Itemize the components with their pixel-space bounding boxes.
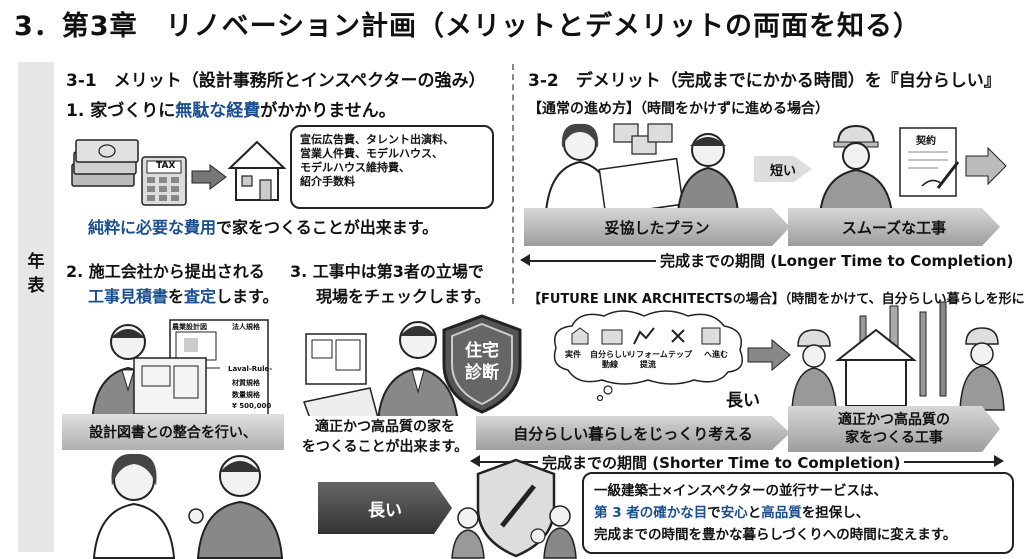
point2-mid: を	[168, 287, 185, 306]
quality-construction-label-2: 家をつくる工事	[845, 430, 943, 446]
point1b-emphasis: 純粋に必要な費用	[88, 218, 217, 237]
caption-2-line1: 適正かつ高品質の家を	[315, 419, 455, 435]
summary-mid1: で	[707, 505, 721, 521]
quality-construction-bar: 適正かつ高品質の 家をつくる工事	[788, 406, 1000, 452]
summary-mid2: と	[747, 505, 762, 521]
normal-title: 【通常の進め方】（時間をかけずに進める場合）	[528, 101, 829, 117]
period-label-1: 完成までの期間 (Longer Time to Completion)	[656, 250, 1018, 271]
point2-emphasis1: 工事見積書	[88, 287, 169, 306]
caption-2-line2: をつくることが出来ます。	[301, 439, 469, 455]
construction-worker-icon	[818, 124, 894, 215]
contract-icon	[899, 127, 960, 197]
compromised-plan-bar: 妥協したプラン	[524, 208, 790, 246]
point1-emphasis: 無駄な経費	[175, 101, 261, 121]
design-document-icon	[133, 319, 269, 417]
cloud-item: 実件	[565, 350, 581, 359]
long-label: 長い	[726, 391, 760, 411]
bubble-line: モデルハウス維持費、	[300, 161, 410, 174]
point1b-text: 純粋に必要な費用で家をつくることが出来ます。	[88, 214, 438, 238]
point2-line1: 2. 施工会社から提出される	[66, 262, 265, 281]
doc-label: 農業設計図	[172, 323, 207, 331]
point1-prefix: 1. 家づくりに	[66, 101, 176, 121]
doc-label: 法人規格	[232, 323, 260, 331]
summary-emphasis2: 安心	[720, 505, 748, 521]
summary-emphasis1: 第 3 者の確かな目	[594, 505, 708, 521]
side-label: 年表	[27, 252, 45, 296]
shield-icon	[442, 314, 522, 414]
demerit-heading: 3-2 デメリット（完成までにかかる時間）を『自分らしい』	[528, 71, 1001, 91]
point3-line1: 3. 工事中は第3者の立場で	[290, 262, 484, 281]
summary-line3: 完成までの時間を豊かな暮らしづくりへの時間に変えます。	[594, 527, 957, 543]
point2-suffix: します。	[216, 287, 279, 306]
right-arrow-icon	[747, 338, 791, 372]
short-arrow: 短い	[754, 156, 812, 182]
think-life-bar: 自分らしい暮らしをじっくり考える	[476, 416, 790, 450]
summary-suffix: を担保し、	[801, 505, 870, 521]
point3-line2: 現場をチェックします。	[316, 287, 491, 306]
think-life-label: 自分らしい暮らしをじっくり考える	[513, 424, 753, 443]
cloud-item: へ進む	[704, 350, 728, 359]
period-label-2: 完成までの期間 (Shorter Time to Completion)	[538, 452, 905, 473]
point1b-suffix: で家をつくることが出来ます。	[216, 218, 439, 237]
cloud-item: 自分らしい 動線	[590, 350, 630, 369]
tax-label: TAX	[156, 161, 176, 171]
compromised-plan-label: 妥協したプラン	[604, 218, 710, 237]
caption-2: 適正かつ高品質の家を をつくることが出来ます。	[290, 416, 480, 456]
summary-line1: 一級建築士×インスペクターの並行サービスは、	[594, 483, 888, 499]
cloud-item: テップ	[668, 350, 692, 359]
merit-heading: 3-1 メリット（設計事務所とインスペクターの強み）	[66, 71, 486, 91]
contract-label: 契約	[916, 136, 936, 147]
smooth-construction-bar: スムーズな工事	[788, 208, 1000, 246]
doc-label: 材質規格	[232, 379, 260, 387]
summary-emphasis3: 高品質	[761, 505, 802, 521]
smooth-construction-label: スムーズな工事	[841, 218, 947, 237]
shield-label: 住宅 診断	[452, 340, 512, 384]
caption-1: 設計図書との整合を行い、	[89, 425, 257, 441]
bubble-line: 宣伝広告費、タレント出演料、	[300, 133, 454, 146]
money-stack-icon	[71, 139, 139, 187]
family-shield-icon	[451, 458, 577, 559]
right-arrow-icon	[965, 146, 1007, 186]
shield-label-line1: 住宅	[465, 341, 499, 361]
caption-bar-1: 設計図書との整合を行い、	[62, 414, 284, 450]
bottom-long-label: 長い	[368, 500, 402, 521]
bubble-line: 営業人件費、モデルハウス、	[300, 147, 443, 160]
doc-label: ¥ 500,000	[232, 402, 272, 410]
planning-couple-icon	[544, 123, 740, 216]
doc-label: 数量規格	[232, 391, 260, 399]
section-divider	[512, 64, 514, 304]
thought-cloud-icon	[553, 310, 743, 402]
point1-suffix: がかかりません。	[260, 101, 396, 121]
point2-emphasis2: 査定	[184, 287, 217, 306]
future-title: 【FUTURE LINK ARCHITECTSの場合】（時間をかけて、自分らしい…	[528, 292, 1024, 307]
short-label: 短い	[769, 163, 796, 179]
house-icon	[227, 140, 287, 201]
cost-bubble: 宣伝広告費、タレント出演料、 営業人件費、モデルハウス、 モデルハウス維持費、 …	[290, 125, 494, 209]
bubble-line: 紹介手数料	[300, 175, 355, 188]
cloud-item: リフォーム 提流	[628, 350, 668, 369]
long-arrow-bar: 長い	[318, 482, 452, 534]
quality-construction-label-1: 適正かつ高品質の	[838, 412, 950, 428]
summary-box: 一級建築士×インスペクターの並行サービスは、 第 3 者の確かな目で安心と高品質…	[582, 472, 1014, 554]
period-arrowheads-icon	[470, 455, 1004, 467]
right-arrow-icon	[191, 164, 227, 190]
shield-label-line2: 診断	[465, 363, 499, 383]
doc-label: Laval-Rule-	[228, 365, 273, 373]
happy-couple-icon	[92, 453, 284, 559]
inspector-figure-icon	[376, 321, 460, 425]
side-bar	[18, 62, 54, 552]
calculator-icon	[141, 156, 187, 206]
point2-line2: 工事見積書を査定します。	[88, 283, 278, 307]
page-title: 3．第3章 リノベーション計画（メリットとデメリットの両面を知る）	[14, 11, 922, 42]
construction-team-icon	[791, 301, 1005, 411]
point1-text: 1. 家づくりに無駄な経費がかかりません。	[66, 96, 396, 121]
floor-plan-icon	[303, 333, 379, 425]
